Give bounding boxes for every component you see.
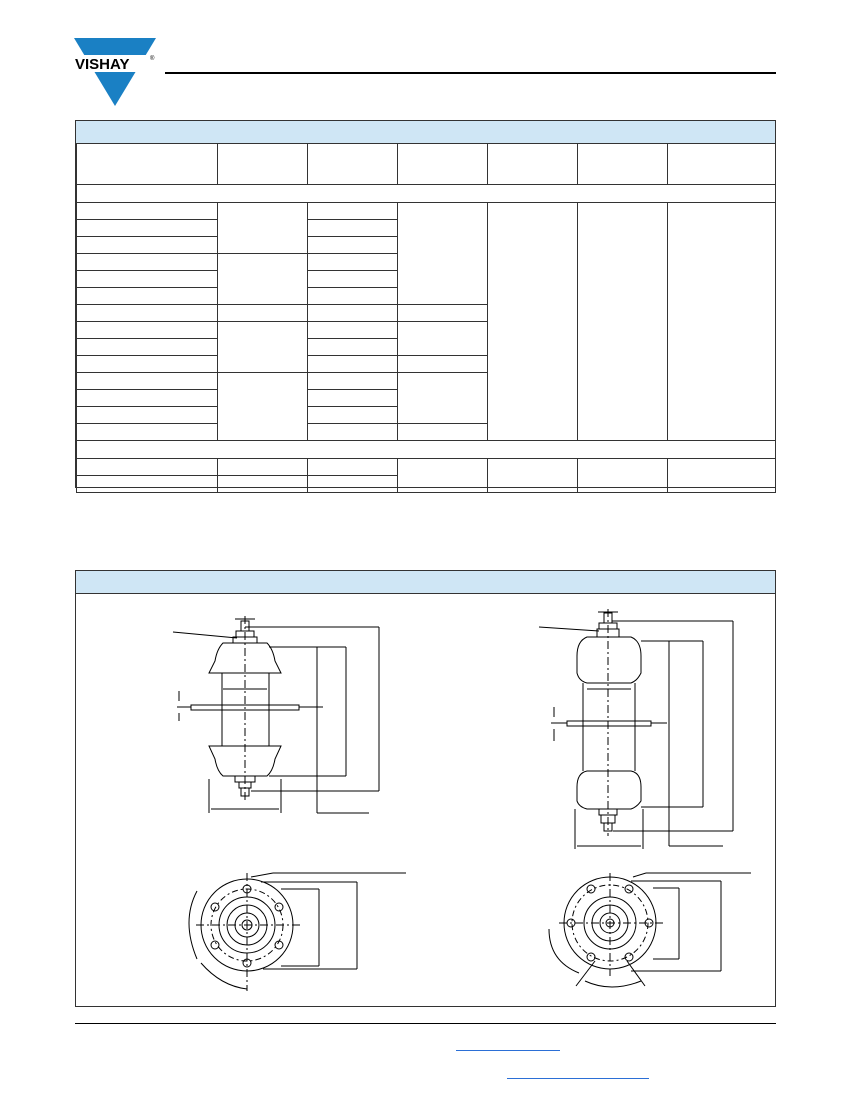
- table-cell: [397, 458, 488, 493]
- footer-link-underline[interactable]: [456, 1050, 560, 1051]
- table-cell: [307, 236, 398, 254]
- table-cell: [76, 236, 218, 254]
- table-row: [76, 219, 776, 237]
- table-cell: [307, 202, 398, 220]
- table-row: [76, 202, 776, 441]
- table-row: [76, 475, 776, 493]
- table-row: [76, 458, 776, 493]
- table-cell: [76, 321, 218, 339]
- header-rule: [165, 72, 776, 74]
- footer-link-underline[interactable]: [507, 1078, 649, 1079]
- table-cell: [397, 355, 488, 373]
- logo-text: VISHAY: [75, 56, 129, 73]
- side-view-drawing-large: [538, 609, 734, 849]
- table-row: [76, 389, 776, 407]
- header-cell: [667, 143, 776, 185]
- table-cell: [487, 202, 578, 441]
- spec-table-box: [75, 120, 776, 493]
- table-cell: [217, 202, 308, 254]
- table-row: [76, 338, 776, 356]
- table-cell: [307, 321, 398, 339]
- table-cell: [217, 304, 308, 322]
- table-cell: [217, 321, 308, 373]
- footer-rule: [75, 1023, 776, 1024]
- table-cell: [487, 458, 578, 493]
- table-row: [76, 372, 776, 441]
- table-cell: [76, 253, 218, 271]
- table-cell: [307, 475, 398, 493]
- group-cell: [76, 184, 776, 203]
- dimensions-box: [75, 570, 776, 1007]
- table-row: [76, 355, 776, 373]
- table-cell: [76, 202, 218, 220]
- group-row: [76, 440, 776, 459]
- table-row: [76, 287, 776, 305]
- group-cell: [76, 440, 776, 459]
- table-cell: [76, 355, 218, 373]
- table-cell: [307, 406, 398, 424]
- dimensions-header-bar: [76, 571, 775, 594]
- table-cell: [217, 253, 308, 305]
- table-cell: [397, 423, 488, 441]
- header-cell: [487, 143, 578, 185]
- table-cell: [76, 372, 218, 390]
- header-cell: [577, 143, 668, 185]
- table-cell: [397, 321, 488, 356]
- table-cell: [397, 304, 488, 322]
- table-cell: [217, 475, 308, 493]
- table-cell: [307, 287, 398, 305]
- header-cell: [217, 143, 308, 185]
- header-cell: [307, 143, 398, 185]
- table-cell: [76, 287, 218, 305]
- spec-table: [76, 143, 776, 493]
- table-cell: [76, 270, 218, 288]
- table-cell: [307, 270, 398, 288]
- table-row: [76, 423, 776, 441]
- side-view-drawing-small: [172, 616, 380, 814]
- table-cell: [76, 304, 218, 322]
- table-cell: [667, 458, 776, 493]
- table-cell: [397, 372, 488, 424]
- header-cell: [397, 143, 488, 185]
- table-cell: [307, 372, 398, 390]
- table-cell: [307, 355, 398, 373]
- table-cell: [307, 423, 398, 441]
- table-cell: [307, 338, 398, 356]
- table-cell: [76, 389, 218, 407]
- table-cell: [577, 202, 668, 441]
- table-cell: [76, 338, 218, 356]
- top-view-drawing-small: [188, 872, 406, 991]
- table-cell: [217, 458, 308, 476]
- table-cell: [577, 458, 668, 493]
- table-cell: [76, 458, 218, 476]
- dimension-drawings: [172, 609, 751, 991]
- spec-table-header-bar: [76, 121, 775, 144]
- logo-band: [72, 55, 158, 72]
- table-cell: [307, 458, 398, 476]
- table-cell: [76, 423, 218, 441]
- table-cell: [397, 202, 488, 305]
- table-cell: [307, 219, 398, 237]
- table-cell: [307, 304, 398, 322]
- table-cell: [76, 406, 218, 424]
- table-cell: [307, 389, 398, 407]
- header-cell: [76, 143, 218, 185]
- table-header-row: [76, 143, 776, 185]
- table-cell: [217, 372, 308, 441]
- logo-registered: ®: [150, 55, 155, 62]
- table-cell: [76, 475, 218, 493]
- vishay-logo: VISHAY ®: [72, 38, 158, 106]
- table-cell: [76, 219, 218, 237]
- top-view-drawing-large: [548, 872, 751, 988]
- group-row: [76, 184, 776, 203]
- table-cell: [307, 253, 398, 271]
- table-cell: [667, 202, 776, 441]
